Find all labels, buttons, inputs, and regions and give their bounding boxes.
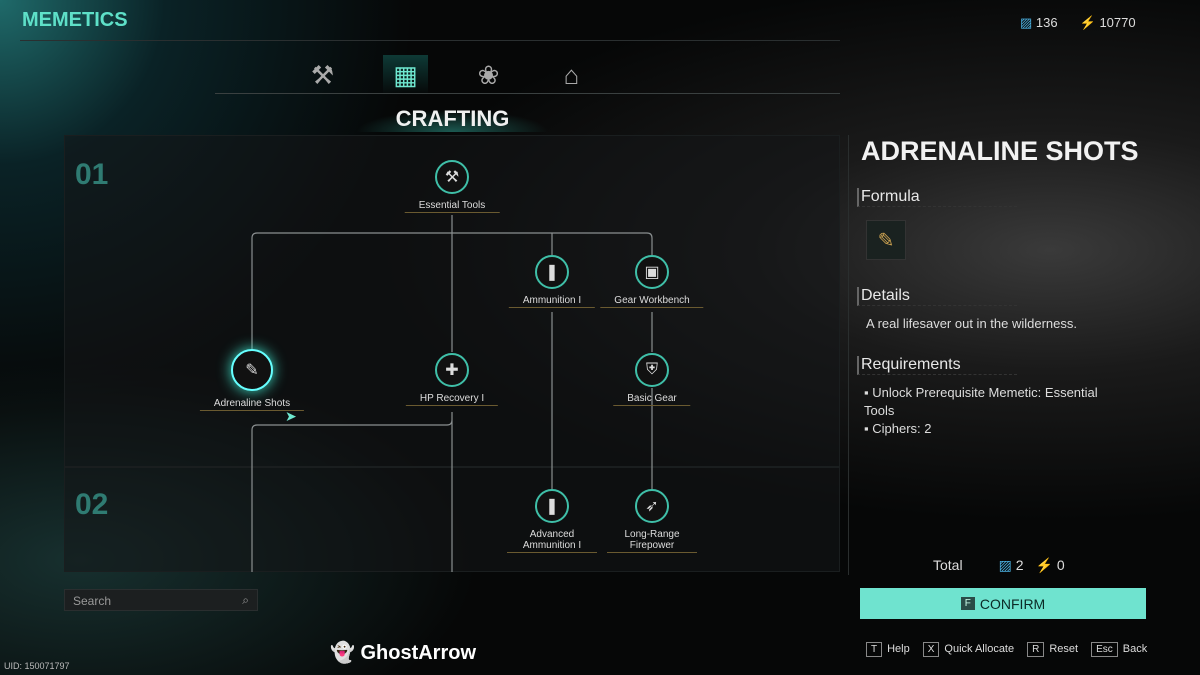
tab-farming[interactable]: ❀ (466, 55, 511, 95)
node-label: Advanced Ammunition I (507, 528, 597, 553)
house-icon: ⌂ (563, 59, 580, 90)
node-ammunition-i[interactable]: ❚ (535, 255, 569, 289)
cursor-icon: ➤ (285, 408, 297, 424)
workbench-icon: ▦ (393, 59, 418, 90)
node-advanced-ammunition-i[interactable]: ❚ (535, 489, 569, 523)
divider (215, 93, 840, 94)
tab-crafting[interactable]: ▦ (383, 55, 428, 95)
currency-ciphers: 136 (1035, 15, 1058, 30)
advanced-ammunition-i-icon: ❚ (545, 498, 559, 515)
total-ciphers: 2 (1015, 557, 1024, 573)
syringe-icon: ✎ (877, 229, 895, 252)
confirm-label: CONFIRM (979, 595, 1046, 612)
tree-connections (251, 215, 653, 572)
details-text: A real lifesaver out in the wilderness. (866, 316, 1077, 331)
search-icon[interactable]: ⌕ (242, 593, 249, 607)
formula-item-slot[interactable]: ✎ (866, 220, 906, 260)
currency-energy: 10770 (1099, 15, 1136, 30)
cipher-icon: ▨ (1020, 15, 1033, 30)
uid-label: UID: 150071797 (4, 661, 70, 671)
node-essential-tools[interactable]: ⚒ (435, 160, 469, 194)
energy-icon: ⚡ (1035, 557, 1053, 573)
energy-icon: ⚡ (1079, 15, 1096, 30)
node-label: Basic Gear (613, 392, 691, 406)
key-hint: F (960, 597, 975, 610)
node-label: Essential Tools (404, 199, 500, 213)
basic-gear-icon: ⛨ (645, 361, 658, 378)
formula-heading: Formula (857, 188, 1017, 207)
node-label: Gear Workbench (600, 294, 704, 308)
hp-recovery-i-icon: ✚ (445, 362, 459, 379)
long-range-firepower-icon: ➶ (645, 498, 659, 515)
node-basic-gear[interactable]: ⛨ (635, 353, 669, 387)
details-heading: Details (857, 287, 1017, 306)
section-title: CRAFTING (340, 106, 565, 132)
tier-number: 01 (75, 158, 109, 191)
requirement-item: ▪ Ciphers: 2 (864, 421, 932, 436)
requirement-item: ▪ Unlock Prerequisite Memetic: Essential… (864, 385, 1098, 418)
node-label: Ammunition I (508, 294, 596, 308)
cipher-icon: ▨ (998, 557, 1012, 573)
item-title: ADRENALINE SHOTS (861, 136, 1139, 166)
gear-workbench-icon: ▣ (644, 264, 660, 281)
node-label: HP Recovery I (405, 392, 499, 406)
node-label: Long-Range Firepower (607, 528, 697, 553)
node-adrenaline-shots[interactable]: ✎ (231, 349, 273, 391)
tier-number: 02 (75, 488, 109, 521)
search-input[interactable]: Search ⌕ (64, 589, 258, 611)
page-title: MEMETICS (22, 9, 128, 31)
essential-tools-icon: ⚒ (444, 169, 460, 186)
watermark-logo: 👻 GhostArrow (330, 642, 477, 664)
category-tabs: ⚒ ▦ ❀ ⌂ (300, 55, 594, 95)
node-long-range-firepower[interactable]: ➶ (635, 489, 669, 523)
node-gear-workbench[interactable]: ▣ (635, 255, 669, 289)
hammer-icon: ⚒ (310, 59, 335, 90)
total-energy: 0 (1056, 557, 1065, 573)
tab-building[interactable]: ⌂ (549, 55, 594, 95)
plant-icon: ❀ (477, 59, 500, 90)
requirements-list: ▪ Unlock Prerequisite Memetic: Essential… (864, 384, 1124, 438)
requirements-heading: Requirements (857, 356, 1017, 375)
node-label: Adrenaline Shots (199, 397, 305, 411)
tab-tools[interactable]: ⚒ (300, 55, 345, 95)
adrenaline-shots-icon: ✎ (245, 362, 259, 379)
divider (848, 135, 849, 575)
ammunition-i-icon: ❚ (545, 264, 559, 281)
node-hp-recovery-i[interactable]: ✚ (435, 353, 469, 387)
currency-bar: ▨ 136 ⚡ 10770 (1020, 15, 1136, 31)
confirm-button[interactable]: F CONFIRM (860, 588, 1146, 619)
search-placeholder: Search (73, 594, 112, 608)
divider (20, 40, 840, 41)
total-label: Total (933, 557, 963, 573)
total-cost: Total ▨ 2 ⚡ 0 (933, 557, 1065, 574)
